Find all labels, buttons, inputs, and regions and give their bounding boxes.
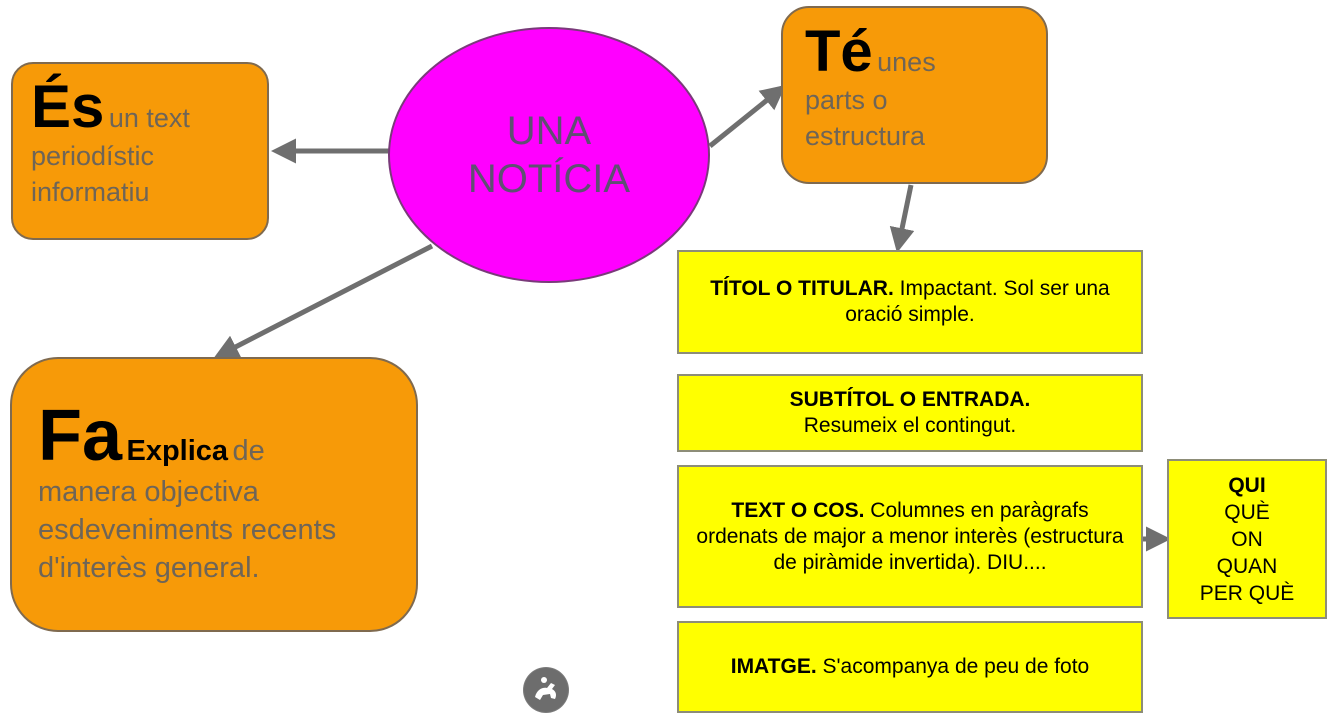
es-big-word: És [31, 73, 105, 140]
es-line-3: informatiu [31, 177, 150, 207]
question-quan: QUAN [1216, 554, 1278, 578]
fa-big-word: Fa [38, 396, 123, 476]
central-node-una-noticia: UNA NOTÍCIA [388, 27, 710, 283]
part-subtitol-text: Resumeix el contingut. [803, 414, 1017, 437]
question-que: QUÈ [1224, 500, 1270, 524]
question-qui: QUI [1228, 473, 1266, 497]
fa-line-2: manera objectiva [38, 476, 259, 508]
questions-box: QUI QUÈ ON QUAN PER QUÈ [1167, 459, 1327, 619]
es-line-2: periodístic [31, 141, 155, 171]
fa-line-4: d'interès general. [38, 552, 260, 584]
horse-rider-logo-icon [523, 667, 569, 713]
part-titol-box: TÍTOL O TITULAR. Impactant. Sol ser una … [677, 250, 1143, 354]
part-subtitol-title: SUBTÍTOL O ENTRADA. [789, 388, 1031, 411]
es-box: És un text periodístic informatiu [11, 62, 269, 240]
te-box: Té unes parts o estructura [781, 6, 1048, 184]
question-per-que: PER QUÈ [1199, 581, 1295, 605]
part-text-text: Columnes en paràgrafs ordenats de major … [696, 498, 1124, 574]
part-imatge-text: S'acompanya de peu de foto [822, 655, 1090, 678]
te-inline-text: unes [877, 47, 936, 77]
es-inline-text: un text [108, 103, 190, 133]
part-imatge-box: IMATGE. S'acompanya de peu de foto [677, 621, 1143, 713]
part-titol-text: Impactant. Sol ser una oració simple. [845, 277, 1110, 326]
fa-bold-word: Explica [126, 435, 229, 467]
part-text-title: TEXT O COS. [731, 498, 865, 522]
te-line-2: parts o [805, 85, 888, 115]
part-subtitol-box: SUBTÍTOL O ENTRADA. Resumeix el contingu… [677, 374, 1143, 452]
central-line-1: UNA [506, 109, 592, 153]
te-big-word: Té [805, 19, 873, 84]
te-line-3: estructura [805, 121, 926, 151]
central-line-2: NOTÍCIA [467, 157, 631, 201]
fa-line-3: esdeveniments recents [38, 514, 337, 546]
arrow-to-fa [213, 243, 434, 359]
arrow-to-parts [889, 184, 915, 253]
part-imatge-title: IMATGE. [730, 655, 817, 678]
part-text-box: TEXT O COS. Columnes en paràgrafs ordena… [677, 465, 1143, 608]
fa-box: Fa Explica de manera objectiva esdevenim… [10, 357, 418, 632]
arrow-to-te [708, 84, 786, 148]
question-on: ON [1231, 527, 1263, 551]
part-titol-title: TÍTOL O TITULAR. [710, 277, 894, 300]
fa-inline-text: de [232, 435, 265, 467]
